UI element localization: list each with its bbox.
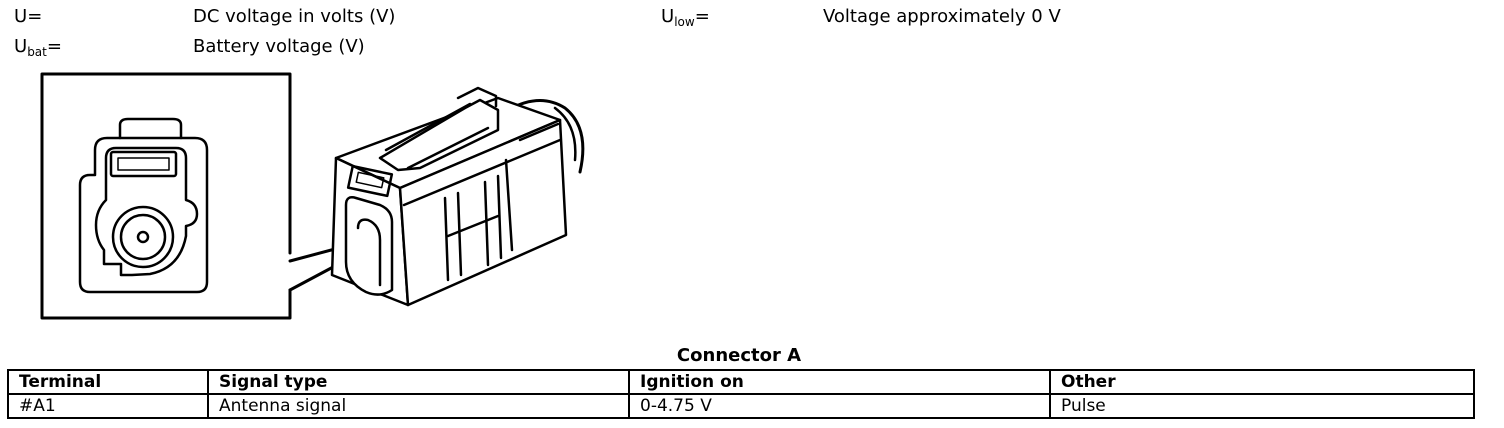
legend-ulow-description: Voltage approximately 0 V [823,6,1061,27]
table-header-row: Terminal Signal type Ignition on Other [7,369,1475,395]
legend-u-description: DC voltage in volts (V) [193,6,396,27]
connector-housing-3d [330,86,585,307]
cell-other: Pulse [1049,393,1475,419]
connector-face-detail [78,117,209,294]
center-pin-icon [136,230,150,244]
legend-ubat-symbol: Ubat= [14,36,62,59]
header-ignition-on: Ignition on [628,369,1051,395]
legend-ubat-description: Battery voltage (V) [193,36,365,57]
cell-signal-type: Antenna signal [207,393,630,419]
cell-terminal: #A1 [7,393,209,419]
legend-u-symbol: U= [14,6,43,27]
legend-ulow-symbol: Ulow= [661,6,710,29]
header-signal-type: Signal type [207,369,630,395]
detail-frame [40,72,292,320]
connector-table: Terminal Signal type Ignition on Other #… [7,369,1475,419]
header-terminal: Terminal [7,369,209,395]
header-other: Other [1049,369,1475,395]
cell-ignition-on: 0-4.75 V [628,393,1051,419]
connector-illustration [40,72,585,320]
table-row: #A1 Antenna signal 0-4.75 V Pulse [7,393,1475,419]
connector-caption: Connector A [676,345,802,366]
latch-slot [109,150,178,178]
coax-outer-ring [111,205,175,269]
